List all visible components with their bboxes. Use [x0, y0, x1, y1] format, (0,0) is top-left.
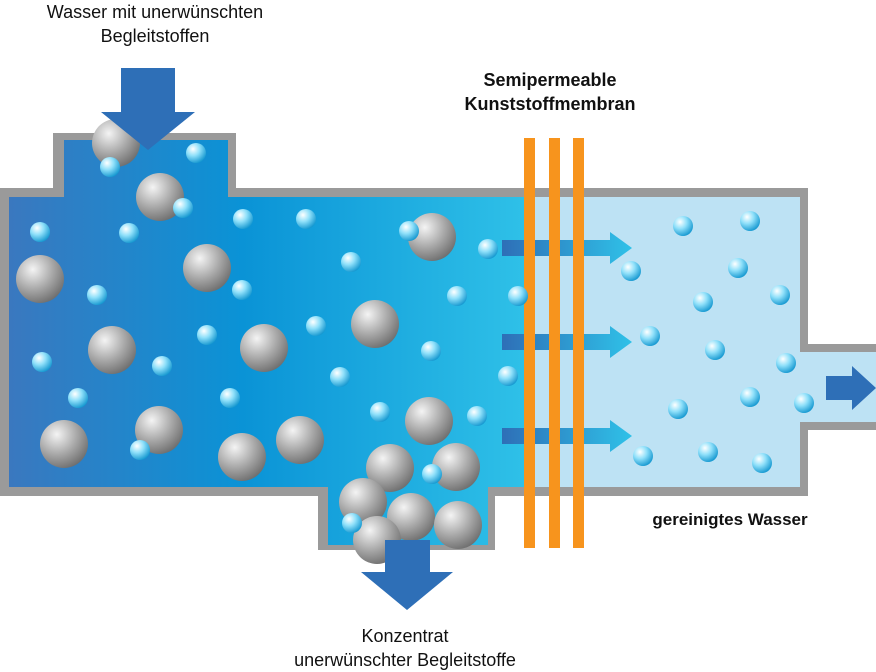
membrane-label: Semipermeable Kunststoffmembran [420, 68, 680, 116]
water-particle [32, 352, 52, 372]
contaminant-particle [135, 406, 183, 454]
water-particle [399, 221, 419, 241]
water-particle [668, 399, 688, 419]
membrane-label-line-2: Kunststoffmembran [464, 94, 636, 114]
large-particles [16, 119, 482, 564]
water-particle [640, 326, 660, 346]
contaminant-particle [16, 255, 64, 303]
water-particle [306, 316, 326, 336]
water-particle [30, 222, 50, 242]
contaminant-particle [218, 433, 266, 481]
water-particle [421, 341, 441, 361]
contaminant-particle [183, 244, 231, 292]
arrow-right-icon [826, 366, 876, 410]
water-particle [498, 366, 518, 386]
water-particle [740, 387, 760, 407]
water-particle [508, 286, 528, 306]
water-particle [173, 198, 193, 218]
water-particle [341, 252, 361, 272]
water-particle [794, 393, 814, 413]
contaminant-particle [366, 444, 414, 492]
clean-water-chamber [528, 197, 876, 487]
small-particles [30, 143, 814, 533]
water-particle [330, 367, 350, 387]
concentrate-label: Konzentrat unerwünschter Begleitstoffe [250, 624, 560, 672]
inlet-label-line-1: Wasser mit unerwünschten [46, 2, 264, 22]
water-particle [342, 513, 362, 533]
contaminant-particle [136, 173, 184, 221]
water-particle [220, 388, 240, 408]
water-particle [152, 356, 172, 376]
membrane-bar [524, 138, 535, 548]
water-particle [422, 464, 442, 484]
contaminant-particle [276, 416, 324, 464]
membrane-label-line-1: Semipermeable [483, 70, 617, 90]
water-particle [776, 353, 796, 373]
contaminant-particle [387, 493, 435, 541]
inlet-label: Wasser mit unerwünschten Begleitstoffen [8, 0, 302, 48]
water-particle [370, 402, 390, 422]
water-particle [68, 388, 88, 408]
water-particle [447, 286, 467, 306]
water-particle [728, 258, 748, 278]
water-particle [186, 143, 206, 163]
water-particle [621, 261, 641, 281]
water-particle [698, 442, 718, 462]
membrane-bar [573, 138, 584, 548]
contaminant-particle [351, 300, 399, 348]
water-particle [100, 157, 120, 177]
water-particle [478, 239, 498, 259]
water-particle [130, 440, 150, 460]
water-particle [467, 406, 487, 426]
contaminant-particle [432, 443, 480, 491]
water-particle [119, 223, 139, 243]
membrane-bar [549, 138, 560, 548]
water-particle [705, 340, 725, 360]
contaminant-particle [40, 420, 88, 468]
contaminant-particle [405, 397, 453, 445]
membrane [524, 138, 584, 548]
concentrate-label-line-1: Konzentrat [361, 626, 449, 646]
contaminant-particle [88, 326, 136, 374]
water-particle [232, 280, 252, 300]
water-particle [633, 446, 653, 466]
arrow-down-icon [361, 540, 453, 610]
water-particle [740, 211, 760, 231]
water-particle [673, 216, 693, 236]
contaminant-particle [434, 501, 482, 549]
water-particle [752, 453, 772, 473]
water-particle [296, 209, 316, 229]
arrow-down-icon [101, 68, 195, 150]
water-particle [197, 325, 217, 345]
water-particle [693, 292, 713, 312]
inlet-label-line-2: Begleitstoffen [100, 26, 210, 46]
contaminant-particle [408, 213, 456, 261]
water-particle [233, 209, 253, 229]
contaminant-particle [240, 324, 288, 372]
water-particle [87, 285, 107, 305]
clean-water-label: gereinigtes Wasser [652, 510, 808, 529]
water-particle [770, 285, 790, 305]
concentrate-label-line-2: unerwünschter Begleitstoffe [294, 650, 516, 670]
